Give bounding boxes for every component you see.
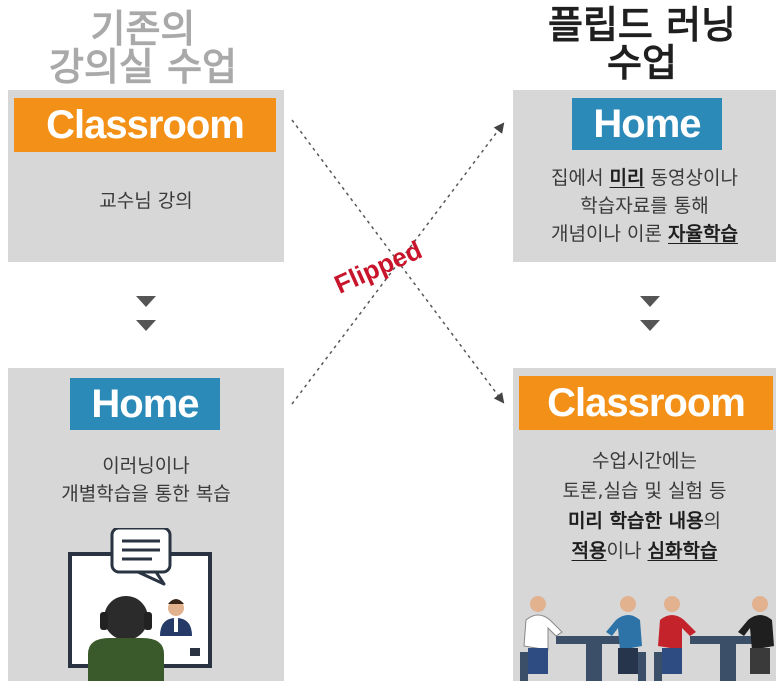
traditional-title-line1: 기존의 [90,7,196,51]
flipped-classroom-desc-line3: 미리 학습한 내용의 [513,506,776,536]
flipped-home-badge: Home [572,98,722,150]
person-figure [654,596,696,681]
text-part: 개념이나 이론 [551,223,669,245]
flipped-home-desc: 집에서 미리 동영상이나 학습자료를 통해 개념이나 이론 자율학습 [513,164,776,248]
traditional-classroom-badge: Classroom [14,98,276,152]
traditional-home-badge: Home [70,378,220,430]
traditional-home-desc: 이러닝이나 개별학습을 통한 복습 [8,452,284,508]
text-part: 집에서 [551,167,610,189]
traditional-home-desc-line2: 개별학습을 통한 복습 [61,483,231,505]
traditional-classroom-desc-text: 교수님 강의 [99,190,193,212]
traditional-heading: 기존의 강의실 수업 [18,10,268,86]
emphasis-text: 미리 학습한 내용 [567,510,704,532]
emphasis-text: 심화학습 [647,540,718,562]
flipped-home-desc-line2: 학습자료를 통해 [580,195,709,217]
dashed-arrow-to-classroom [291,119,505,404]
flipped-classroom-desc-line2: 토론,실습 및 실험 등 [562,480,727,502]
online-lecture-illustration [68,528,212,681]
emphasis-text: 미리 [609,167,645,189]
flipped-classroom-desc: 수업시간에는 토론,실습 및 실험 등 미리 학습한 내용의 적용이나 심화학습 [513,446,776,566]
flipped-home-desc-line3: 개념이나 이론 자율학습 [513,220,776,248]
emphasis-text: 자율학습 [668,223,738,245]
person-figure [606,596,646,681]
down-arrow-icon [640,296,660,307]
flipped-classroom-desc-line4: 적용이나 심화학습 [513,536,776,566]
text-part: 동영상이나 [644,167,738,189]
flipped-home-desc-line1: 집에서 미리 동영상이나 [513,164,776,192]
person-figure [520,596,563,681]
traditional-title-line2: 강의실 수업 [48,45,238,89]
text-part: 이나 [606,540,648,562]
text-part: 의 [703,510,722,532]
down-arrow-icon [136,320,156,331]
flipped-classroom-desc-line1: 수업시간에는 [592,450,697,472]
down-arrow-icon [136,296,156,307]
emphasis-text: 적용 [571,540,607,562]
flipped-classroom-badge: Classroom [519,376,773,430]
flipped-heading: 플립드 러닝 수업 [512,6,772,82]
dashed-arrow-to-home [291,122,505,405]
traditional-home-desc-line1: 이러닝이나 [102,455,190,477]
flipped-title-line2: 수업 [607,41,677,85]
down-arrow-icon [640,320,660,331]
person-figure [738,596,774,674]
flipped-title-line1: 플립드 러닝 [547,3,737,47]
traditional-classroom-desc: 교수님 강의 [8,187,284,215]
group-discussion-illustration [520,596,774,681]
